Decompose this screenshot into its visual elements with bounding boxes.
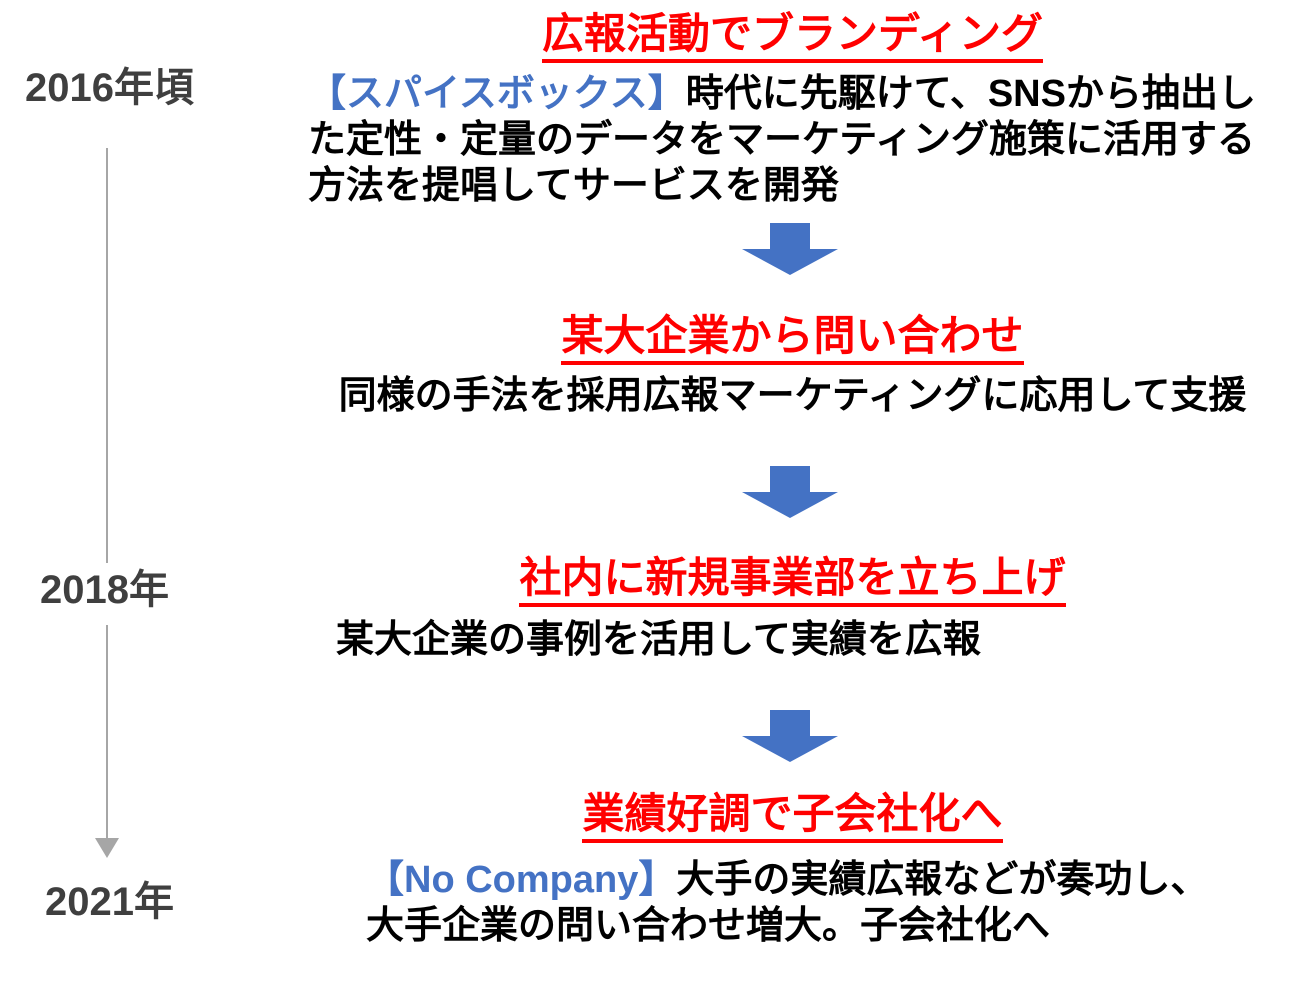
stage-body-line: 同様の手法を採用広報マーケティングに応用して支援 [338, 375, 1247, 418]
stage-title-text: 広報活動でブランディング [541, 10, 1044, 64]
flow-down-arrow-icon [742, 223, 838, 275]
stage-body-line: 方法を提唱してサービスを開発 [308, 165, 839, 208]
company-name-no-company: 【No Company】 [366, 859, 677, 902]
year-label-2021: 2021年 [45, 880, 174, 924]
stage-title-text: 業績好調で子会社化へ [582, 790, 1003, 844]
flow-down-arrow-icon [742, 710, 838, 762]
stage-inquiry: 某大企業から問い合わせ 同様の手法を採用広報マーケティングに応用して支援 [300, 312, 1285, 419]
stage-branding: 広報活動でブランディング 【スパイスボックス】時代に先駆けて、SNSから抽出し … [300, 10, 1285, 209]
stage-body-line: 【スパイスボックス】時代に先駆けて、SNSから抽出し [308, 71, 1285, 117]
year-label-2016: 2016年頃 [25, 66, 194, 110]
stage-title: 社内に新規事業部を立ち上げ [300, 554, 1285, 608]
stage-new-division: 社内に新規事業部を立ち上げ 某大企業の事例を活用して実績を広報 [300, 554, 1285, 663]
stage-title-text: 社内に新規事業部を立ち上げ [519, 554, 1066, 608]
stage-body: 【スパイスボックス】時代に先駆けて、SNSから抽出し た定性・定量のデータをマー… [300, 71, 1285, 209]
flow-down-arrow-icon [742, 466, 838, 518]
stage-title: 某大企業から問い合わせ [300, 312, 1285, 366]
stage-body-line: 【No Company】大手の実績広報などが奏功し、 [366, 857, 1285, 903]
stage-title: 広報活動でブランディング [300, 10, 1285, 64]
stage-title: 業績好調で子会社化へ [300, 790, 1285, 844]
company-name-spicebox: 【スパイスボックス】 [308, 73, 686, 116]
stage-body-line: 某大企業の事例を活用して実績を広報 [336, 619, 981, 662]
stage-body: 【No Company】大手の実績広報などが奏功し、 大手企業の問い合わせ増大。… [300, 857, 1285, 949]
stage-subsidiary: 業績好調で子会社化へ 【No Company】大手の実績広報などが奏功し、 大手… [300, 790, 1285, 949]
stage-body-line: 大手企業の問い合わせ増大。子会社化へ [366, 905, 1051, 948]
stage-body-text: 時代に先駆けて、SNSから抽出し [685, 73, 1256, 116]
timeline-down-arrow-icon [95, 838, 119, 858]
year-label-2018: 2018年 [40, 568, 169, 612]
stage-body-text: 大手の実績広報などが奏功し、 [676, 859, 1209, 902]
stage-body-line: た定性・定量のデータをマーケティング施策に活用する [308, 119, 1255, 162]
timeline-line-segment [106, 148, 108, 563]
stage-title-text: 某大企業から問い合わせ [561, 312, 1024, 366]
timeline-line-segment [106, 625, 108, 838]
stage-body: 某大企業の事例を活用して実績を広報 [300, 617, 1285, 663]
stage-body: 同様の手法を採用広報マーケティングに応用して支援 [300, 373, 1285, 419]
